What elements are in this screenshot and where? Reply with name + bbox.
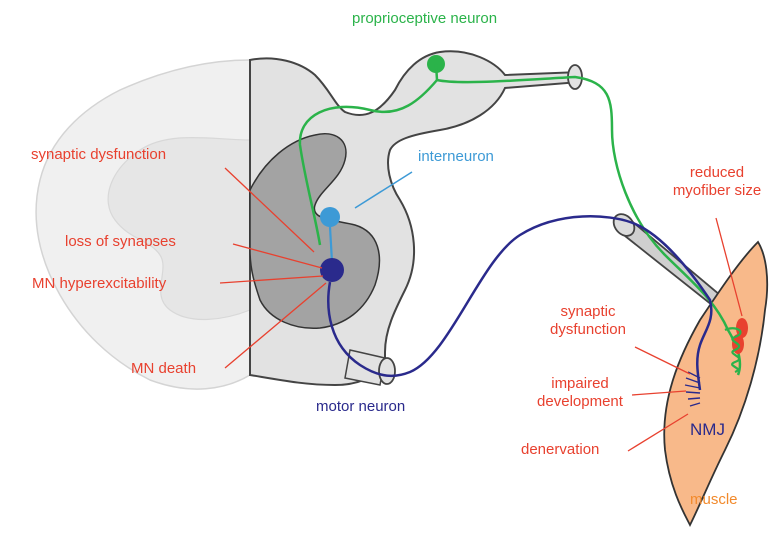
reduced-myofiber-line-1: reduced: [660, 164, 774, 182]
impaired-development-line-2: development: [523, 393, 637, 411]
proprioceptive-stem: [436, 64, 437, 80]
mn-death-label: MN death: [131, 360, 196, 378]
impaired-development-label: impaired development: [523, 375, 637, 411]
denervation-label: denervation: [521, 441, 599, 459]
synaptic-dysfunction-nmj-label: synaptic dysfunction: [540, 303, 636, 339]
motor-neuron-soma: [320, 258, 344, 282]
synaptic-dysfunction-nmj-line-1: synaptic: [540, 303, 636, 321]
impaired-development-line-1: impaired: [523, 375, 637, 393]
reduced-myofiber-line-2: myofiber size: [660, 182, 774, 200]
muscle-label: muscle: [690, 491, 738, 509]
synaptic-dysfunction-nmj-line-2: dysfunction: [540, 321, 636, 339]
ventral-root-end: [379, 358, 395, 384]
nmj-label: NMJ: [690, 421, 725, 439]
interneuron-label: interneuron: [418, 148, 494, 166]
mn-hyperexcitability-label: MN hyperexcitability: [32, 275, 166, 293]
motor-neuron-label: motor neuron: [316, 398, 405, 416]
proprioceptive-neuron-label: proprioceptive neuron: [352, 10, 497, 28]
reduced-myofiber-size-label: reduced myofiber size: [660, 164, 774, 200]
synaptic-dysfunction-label: synaptic dysfunction: [31, 146, 166, 164]
interneuron-soma: [320, 207, 340, 227]
loss-of-synapses-label: loss of synapses: [65, 233, 176, 251]
muscle-body: [664, 242, 767, 525]
